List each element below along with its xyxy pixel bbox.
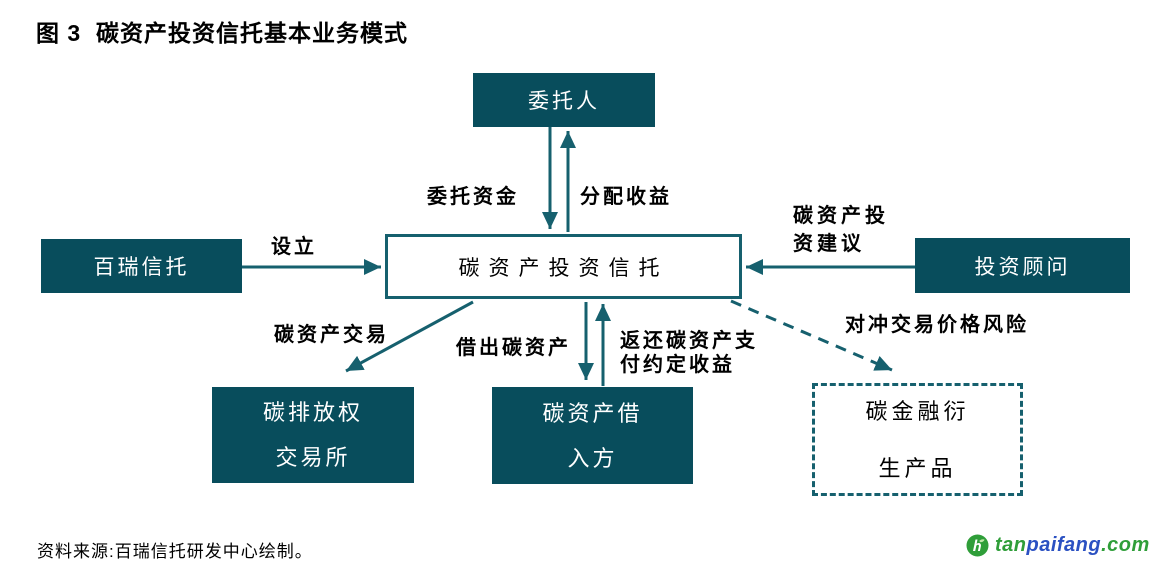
logo-text-paifang: paifang xyxy=(1026,534,1102,556)
source-note: 资料来源:百瑞信托研发中心绘制。 xyxy=(37,542,313,561)
label-investment-advice: 碳资产投 资建议 xyxy=(793,205,889,255)
label-carbon-trading: 碳资产交易 xyxy=(274,324,389,346)
tanpaifang-logo-text: tanpaifang.com xyxy=(995,534,1150,557)
node-carbon-derivatives: 碳金融衍 生产品 xyxy=(812,383,1023,496)
node-carbon-asset-trust: 碳资产投资信托 xyxy=(385,234,742,299)
tanpaifang-logo-icon xyxy=(966,534,989,557)
label-hedge-risk: 对冲交易价格风险 xyxy=(845,314,1029,336)
node-client: 委托人 xyxy=(473,73,655,127)
node-bairui-trust: 百瑞信托 xyxy=(41,239,242,293)
arrow-hedge-dashed xyxy=(730,299,893,372)
arrow-carbon-trading-diagonal xyxy=(345,300,474,373)
logo-text-tan: tan xyxy=(995,534,1027,556)
figure-title: 图 3 碳资产投资信托基本业务模式 xyxy=(36,20,408,46)
label-establish: 设立 xyxy=(271,236,317,258)
label-repay-returns: 返还碳资产支 付约定收益 xyxy=(620,330,758,376)
logo-text-com: .com xyxy=(1101,534,1150,556)
label-distribute-returns: 分配收益 xyxy=(580,186,672,208)
tanpaifang-logo: tanpaifang.com xyxy=(966,534,1150,557)
node-carbon-exchange: 碳排放权 交易所 xyxy=(212,387,414,483)
label-lend-assets: 借出碳资产 xyxy=(456,337,571,359)
node-carbon-borrower: 碳资产借 入方 xyxy=(492,387,693,484)
node-investment-advisor: 投资顾问 xyxy=(915,238,1130,293)
label-entrust-funds: 委托资金 xyxy=(427,186,519,208)
